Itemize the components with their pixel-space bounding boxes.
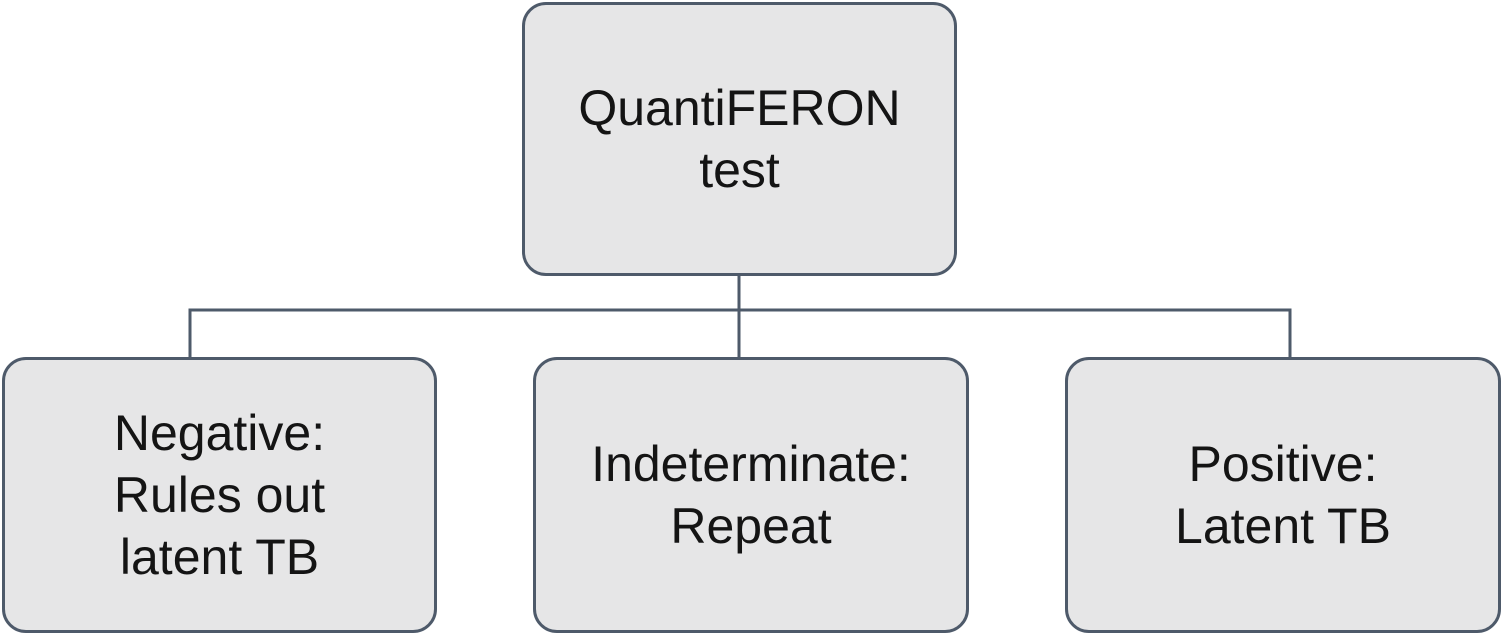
indeterminate-outcome-box: Indeterminate: Repeat xyxy=(533,357,969,633)
quantiferon-test-label: QuantiFERON test xyxy=(578,80,901,198)
negative-outcome-box: Negative: Rules out latent TB xyxy=(2,357,437,633)
positive-outcome-label: Positive: Latent TB xyxy=(1175,436,1391,554)
positive-outcome-box: Positive: Latent TB xyxy=(1065,357,1501,633)
negative-outcome-label: Negative: Rules out latent TB xyxy=(113,405,326,585)
quantiferon-test-box: QuantiFERON test xyxy=(522,2,957,276)
indeterminate-outcome-label: Indeterminate: Repeat xyxy=(591,436,911,554)
